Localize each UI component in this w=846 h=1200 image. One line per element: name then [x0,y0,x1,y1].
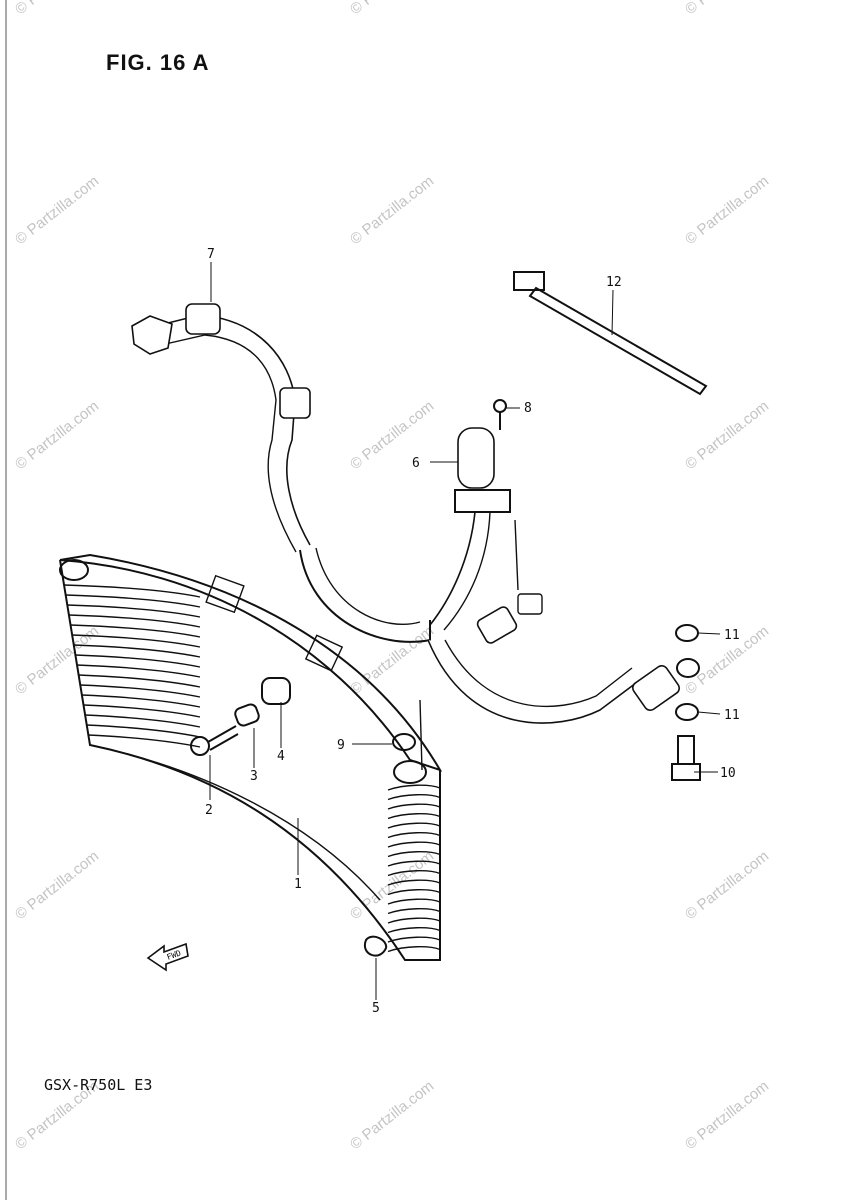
cable-tie [513,271,708,396]
callout-11-upper: 11 [724,628,740,643]
cooler-fin [387,908,441,915]
cooler-fin [387,927,441,934]
cooler-fin [387,794,441,801]
watermark: © Partzilla.com [12,0,102,18]
mount-bolt [190,725,239,756]
callout-6: 6 [412,456,420,471]
callout-7: 7 [207,247,215,262]
figure-title: FIG. 16 A [106,50,210,75]
cooler-fin [387,832,441,839]
watermark: © Partzilla.com [347,0,437,18]
cooler-fin [65,594,201,608]
cooler-fin [87,734,201,748]
callout-8: 8 [524,401,532,416]
model-code: GSX-R750L E3 [44,1076,153,1094]
callout-10: 10 [720,766,736,781]
cooler-fin [387,870,441,877]
fwd-arrow: FWD [146,942,189,972]
cooler-fin [79,684,201,698]
cooler-fins-right [387,784,441,953]
gasket-upper [675,624,699,642]
cooler-fin [67,604,201,618]
cooler-fin [387,889,441,896]
cooler-fin [63,584,201,598]
watermark: © Partzilla.com [347,398,437,474]
watermark-layer: © Partzilla.com © Partzilla.com © Partzill… [12,0,772,1153]
callout-12: 12 [606,275,622,290]
watermark: © Partzilla.com [682,0,772,18]
cooler-fin [387,841,441,848]
o-ring [392,733,416,751]
callout-9: 9 [337,738,345,753]
cooler-fin [387,822,441,829]
cooler-fin [387,784,441,791]
watermark: © Partzilla.com [347,623,437,699]
callout-2: 2 [205,803,213,818]
cooler-fin [387,946,441,953]
screw [493,399,507,430]
watermark: © Partzilla.com [682,1078,772,1154]
watermark: © Partzilla.com [12,398,102,474]
cooler-fin [387,860,441,867]
cooler-fin [68,614,201,628]
cooler-fin [83,704,201,718]
callout-4: 4 [277,749,285,764]
oil-cooler [59,553,443,961]
lower-oil-hose [419,519,700,771]
leader-lines [209,262,721,1000]
cooler-fin [387,898,441,905]
watermark: © Partzilla.com [682,398,772,474]
cooler-fin [84,714,201,728]
cooler-fin [387,851,441,858]
watermark: © Partzilla.com [12,173,102,249]
cooler-fin [86,724,201,738]
gasket-lower [675,703,699,721]
cooler-fin [387,936,441,943]
cooler-fin [71,634,201,648]
cooler-fin [387,803,441,810]
upper-oil-hose [131,303,431,643]
callout-5: 5 [372,1001,380,1016]
callout-numbers: 1 2 3 4 5 6 7 8 9 10 11 11 12 [205,247,740,1016]
cooler-fin [78,674,201,688]
spacer [234,703,260,727]
watermark: © Partzilla.com [12,848,102,924]
cooler-fin [387,917,441,924]
nut-clip [363,935,388,957]
watermark: © Partzilla.com [682,173,772,249]
watermark: © Partzilla.com [682,848,772,924]
cooler-fin [387,879,441,886]
cooler-fin [75,654,201,668]
cooler-fin [70,624,201,638]
callout-1: 1 [294,877,302,892]
watermark: © Partzilla.com [347,173,437,249]
union-bolt [671,735,701,781]
watermark: © Partzilla.com [347,1078,437,1154]
cooler-fins-left [63,584,201,748]
cooler-fin [73,644,201,658]
grommet [261,677,291,705]
callout-11-lower: 11 [724,708,740,723]
cooler-fin [81,694,201,708]
cooler-fin [76,664,201,678]
callout-3: 3 [250,769,258,784]
watermark: © Partzilla.com [12,623,102,699]
union-fitting [429,427,511,631]
cooler-fin [387,813,441,820]
